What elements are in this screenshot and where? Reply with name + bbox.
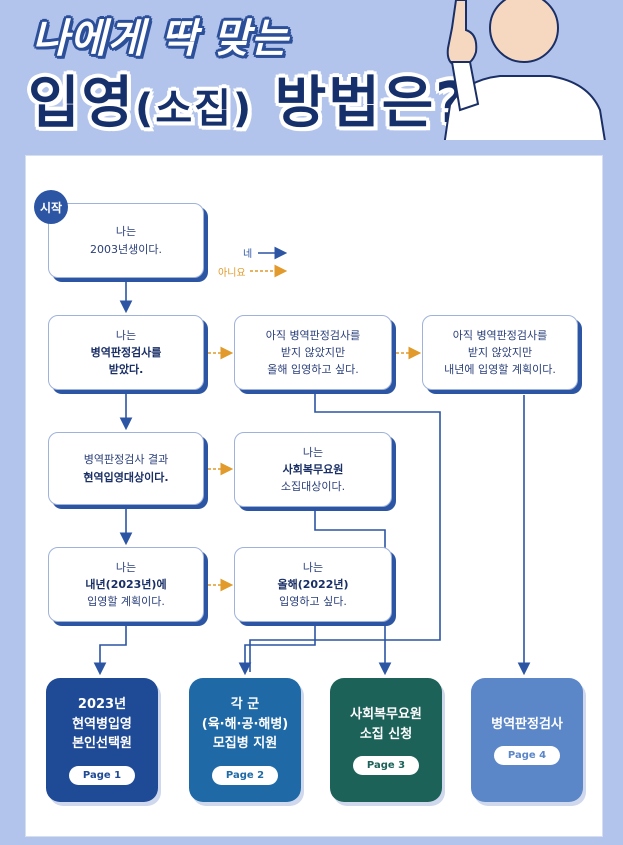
header-line-1: 나에게 딱 맞는	[32, 16, 289, 62]
node-no-exam-next-year: 아직 병역판정검사를 받지 않았지만 내년에 입영할 계획이다.	[422, 315, 578, 390]
node-text: 나는	[115, 328, 137, 342]
node-text: 아직 병역판정검사를	[265, 328, 361, 342]
node-text: 받지 않았지만	[280, 345, 346, 359]
node-text: 내년에 입영할 계획이다.	[444, 363, 556, 377]
destination-text: (육·해·공·해병)	[201, 716, 289, 732]
start-badge: 시작	[34, 190, 68, 224]
node-text: 올해 입영하고 싶다.	[267, 363, 359, 377]
node-text: 올해(2022년)	[277, 577, 349, 591]
title-part-2: 방법은?	[253, 71, 470, 136]
arrow-n7-dest1	[93, 622, 127, 676]
node-text: 현역입영대상이다.	[83, 470, 169, 484]
node-text: 2003년생이다.	[90, 242, 162, 256]
page-badge: Page 4	[493, 746, 561, 766]
node-text: 병역판정검사를	[90, 345, 162, 359]
destination-text: 사회복무요원	[350, 707, 422, 722]
node-text: 나는	[302, 445, 324, 459]
node-text: 받지 않았지만	[467, 345, 533, 359]
destination-text: 각 군	[230, 697, 260, 713]
destination-text: 2023년	[77, 697, 127, 713]
node-no-exam-this-year: 아직 병역판정검사를 받지 않았지만 올해 입영하고 싶다.	[234, 315, 392, 390]
node-born-2003: 나는 2003년생이다.	[48, 203, 204, 278]
node-text: 나는	[302, 560, 324, 574]
character-arm	[450, 61, 480, 112]
page-badge: Page 1	[68, 765, 136, 785]
destination-text: 현역병입영	[72, 716, 132, 732]
node-text: 나는	[115, 225, 137, 239]
arrow-n8-dest2	[238, 622, 316, 676]
title-paren: (소집)	[135, 86, 254, 132]
node-active-duty: 병역판정검사 결과 현역입영대상이다.	[48, 432, 204, 505]
page-badge: Page 3	[352, 756, 420, 775]
legend-yes: 네	[243, 249, 253, 260]
arrow-n3-dest2	[249, 392, 441, 672]
node-text: 입영하고 싶다.	[279, 595, 347, 609]
node-text: 입영할 계획이다.	[87, 595, 165, 609]
title-part-1: 입영	[28, 71, 136, 136]
node-text: 소집대상이다.	[280, 480, 346, 494]
destination-text: 병역판정검사	[491, 716, 563, 732]
node-social-service: 나는 사회복무요원 소집대상이다.	[234, 432, 392, 507]
page-badge: Page 2	[211, 765, 279, 785]
destination-page-1[interactable]: 2023년 현역병입영 본인선택원 Page 1	[46, 678, 158, 802]
node-text: 아직 병역판정검사를	[452, 328, 548, 342]
node-text: 나는	[115, 560, 137, 574]
destination-text: 본인선택원	[72, 736, 132, 752]
character-face	[489, 0, 559, 63]
destination-page-3[interactable]: 사회복무요원 소집 신청 Page 3	[330, 678, 442, 802]
character-illustration	[420, 0, 620, 160]
destination-text: 모집병 지원	[212, 736, 278, 752]
node-text: 받았다.	[108, 363, 144, 377]
node-this-year-2022: 나는 올해(2022년) 입영하고 싶다.	[234, 547, 392, 622]
node-text: 사회복무요원	[282, 462, 344, 476]
node-text: 내년(2023년)에	[85, 577, 167, 591]
node-text: 병역판정검사 결과	[83, 453, 169, 467]
legend-no: 아니요	[218, 268, 246, 279]
destination-page-4[interactable]: 병역판정검사 Page 4	[471, 678, 583, 802]
destination-page-2[interactable]: 각 군 (육·해·공·해병) 모집병 지원 Page 2	[189, 678, 301, 802]
node-exam-done: 나는 병역판정검사를 받았다.	[48, 315, 204, 390]
page-title: 입영(소집) 방법은?	[28, 58, 470, 138]
destination-text: 소집 신청	[359, 726, 413, 742]
node-next-year-2023: 나는 내년(2023년)에 입영할 계획이다.	[48, 547, 204, 622]
character-hand	[446, 0, 478, 68]
